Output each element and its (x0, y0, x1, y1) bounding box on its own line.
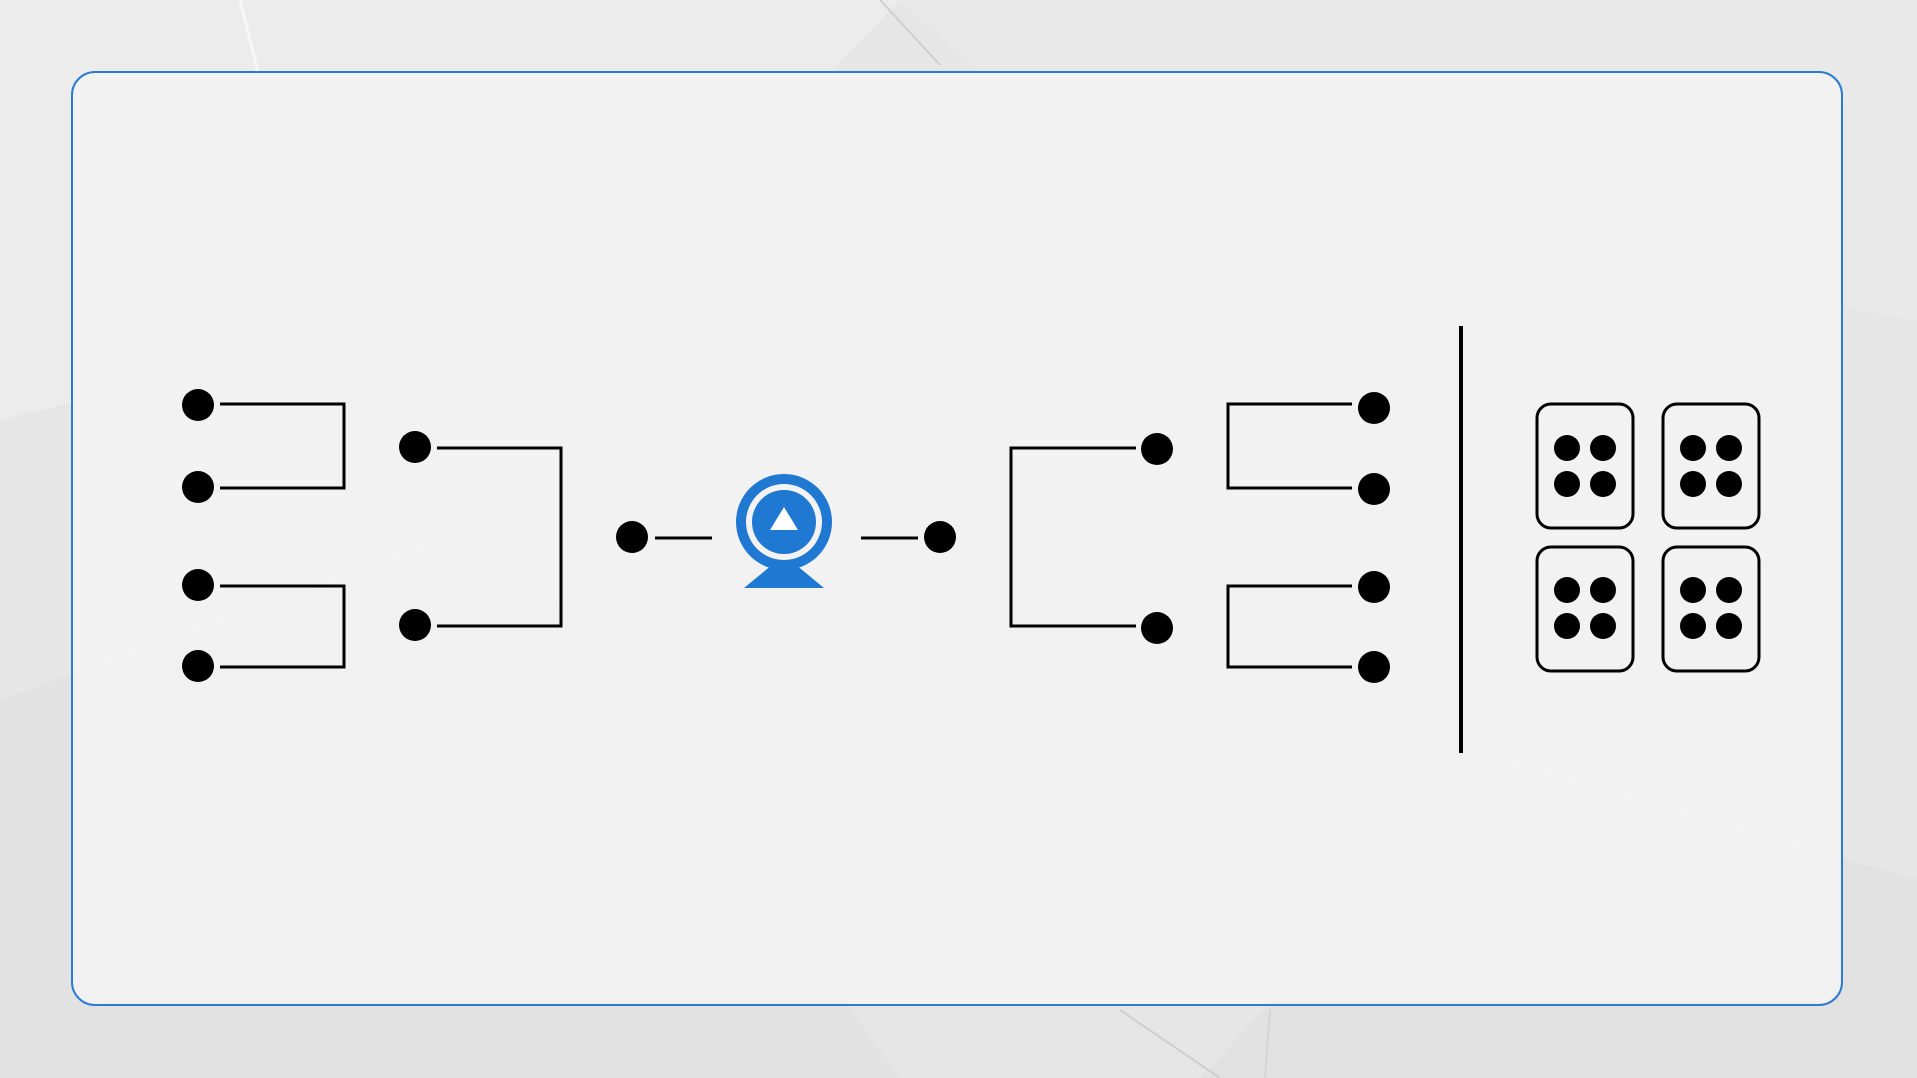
right-finalist-dot (924, 521, 956, 553)
right-r1-bracket-bottom (1226, 584, 1352, 669)
left-finalist-dot (616, 521, 648, 553)
content-panel (71, 71, 1843, 1006)
left-r2-dot-2 (399, 609, 431, 641)
left-r1-bracket-bottom (220, 584, 346, 669)
dice-four-icon (1661, 545, 1761, 673)
dice-four-icon (1661, 402, 1761, 530)
right-r2-dot-1 (1141, 433, 1173, 465)
dice-four-icon (1535, 545, 1635, 673)
right-r2-dot-2 (1141, 612, 1173, 644)
left-r2-dot-1 (399, 431, 431, 463)
right-r1-dot-4 (1358, 651, 1390, 683)
right-r2-bracket (1009, 446, 1136, 628)
right-r1-dot-1 (1358, 392, 1390, 424)
right-r1-dot-3 (1358, 571, 1390, 603)
left-r1-dot-2 (182, 471, 214, 503)
trophy-medal-icon (736, 474, 832, 588)
right-r1-bracket-top (1226, 402, 1352, 490)
right-r1-dot-2 (1358, 473, 1390, 505)
left-r1-bracket-top (220, 402, 346, 490)
left-r1-dot-1 (182, 389, 214, 421)
left-r1-dot-3 (182, 569, 214, 601)
left-r1-dot-4 (182, 650, 214, 682)
dice-four-icon (1535, 402, 1635, 530)
left-r2-bracket (437, 446, 563, 628)
